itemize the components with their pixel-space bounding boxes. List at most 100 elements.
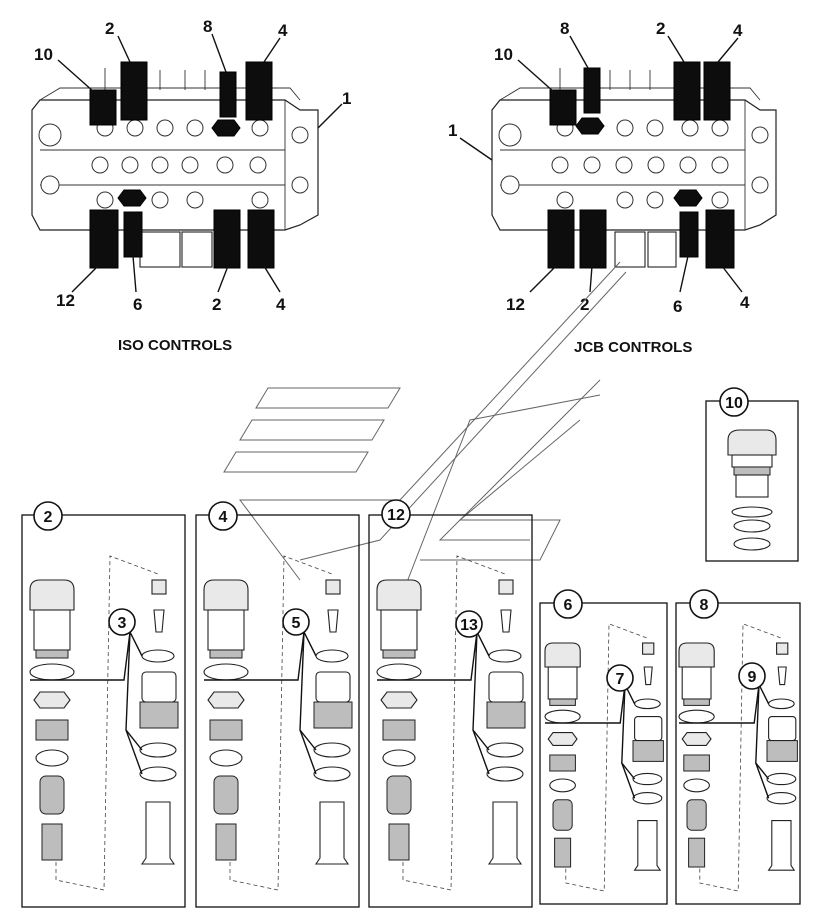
jcb-callout-4-bot: 4 [740, 293, 750, 312]
valve-housing [678, 642, 715, 668]
jcb-callout-8: 8 [560, 19, 569, 38]
lock-nut [380, 691, 418, 709]
panel-number-circle [381, 499, 411, 529]
lock-nut [547, 732, 578, 746]
jcb-nut-6 [673, 189, 703, 207]
valve-housing [544, 642, 581, 668]
panel-frame [368, 514, 533, 908]
panel-frame [539, 602, 668, 905]
panel-frame [675, 602, 801, 905]
jcb-callout-2-top: 2 [656, 19, 665, 38]
cap-panel-10: 10 [705, 387, 799, 562]
valve-component-stack [678, 623, 798, 892]
panel-frame [195, 514, 360, 908]
washer [382, 749, 416, 767]
seat [486, 701, 526, 729]
callout-circle [455, 610, 483, 638]
jcb-cap-10 [549, 89, 577, 126]
washer [209, 749, 243, 767]
cap-panel-number: 10 [725, 395, 743, 412]
iso-callout-6: 6 [133, 295, 142, 314]
spring-guide [386, 775, 412, 815]
iso-nut-6 [117, 189, 147, 207]
adjuster [382, 719, 416, 741]
lock-nut [207, 691, 245, 709]
spring [688, 837, 706, 868]
pilot-pin [500, 609, 512, 633]
panel-number-circle [208, 501, 238, 531]
pilot-pin [777, 666, 787, 686]
callout-circle [108, 608, 136, 636]
iso-cap-4-bot [247, 209, 275, 269]
main-poppet [768, 716, 797, 742]
cap-part [727, 429, 777, 551]
o-ring [376, 663, 422, 681]
adjuster [209, 719, 243, 741]
iso-callout-12: 12 [56, 291, 75, 310]
assembly-path [699, 623, 782, 892]
panel-number-circle [689, 589, 719, 619]
iso-cap-2-top [120, 61, 148, 121]
seat [139, 701, 179, 729]
adjuster [35, 719, 69, 741]
jcb-callout-12: 12 [506, 295, 525, 314]
pilot-poppet [642, 642, 655, 655]
jcb-cap-8 [583, 67, 601, 114]
jcb-nut-8 [575, 117, 605, 135]
callout-circle [738, 662, 766, 690]
iso-callout-2-top: 2 [105, 19, 114, 38]
spring-guide [213, 775, 239, 815]
main-poppet [315, 671, 351, 703]
relief-valve-panel-2: 32 [21, 501, 186, 908]
callout-circle [606, 664, 634, 692]
spring-guide [39, 775, 65, 815]
jcb-cap-2-bot [579, 209, 607, 269]
pilot-pin [643, 666, 653, 686]
panel-inner-callout: 5 [292, 615, 301, 632]
iso-callout-10: 10 [34, 45, 53, 64]
seat [313, 701, 353, 729]
main-poppet [141, 671, 177, 703]
main-poppet [634, 716, 663, 742]
panel-number: 6 [564, 597, 573, 614]
spring [554, 837, 572, 868]
panel-inner-callout: 9 [748, 669, 757, 686]
pilot-poppet [498, 579, 514, 595]
iso-cap-10 [89, 89, 117, 126]
spring [215, 823, 237, 861]
panel-number: 4 [219, 509, 228, 526]
lock-nut [33, 691, 71, 709]
panel-number-circle [553, 589, 583, 619]
jcb-cap-12 [547, 209, 575, 269]
valve-component-stack [376, 555, 526, 891]
relief-valve-panel-6: 76 [539, 589, 668, 905]
iso-controls-caption: ISO CONTROLS [118, 337, 232, 354]
washer [683, 778, 710, 793]
jcb-callout-2-bot: 2 [580, 295, 589, 314]
adjuster [549, 754, 576, 772]
iso-callout-1: 1 [342, 89, 351, 108]
assembly-path [565, 623, 648, 892]
panel-inner-callout: 7 [616, 671, 625, 688]
pilot-poppet [325, 579, 341, 595]
pilot-poppet [151, 579, 167, 595]
jcb-cap-6 [679, 211, 699, 258]
iso-cap-6 [123, 211, 143, 258]
iso-callout-8: 8 [203, 17, 212, 36]
pilot-poppet [776, 642, 789, 655]
panel-number: 8 [700, 597, 709, 614]
relief-valve-panel-8: 98 [675, 589, 801, 905]
adjuster [683, 754, 710, 772]
relief-valve-panel-4: 54 [195, 501, 360, 908]
lock-nut [681, 732, 712, 746]
jcb-cap-4-top [703, 61, 731, 121]
o-ring [203, 663, 249, 681]
pilot-pin [327, 609, 339, 633]
washer [549, 778, 576, 793]
background-watermark-strokes [223, 261, 627, 601]
panel-number: 2 [44, 509, 53, 526]
jcb-cap-4-bot [705, 209, 735, 269]
sleeve [140, 801, 176, 865]
iso-callout-2-bot: 2 [212, 295, 221, 314]
